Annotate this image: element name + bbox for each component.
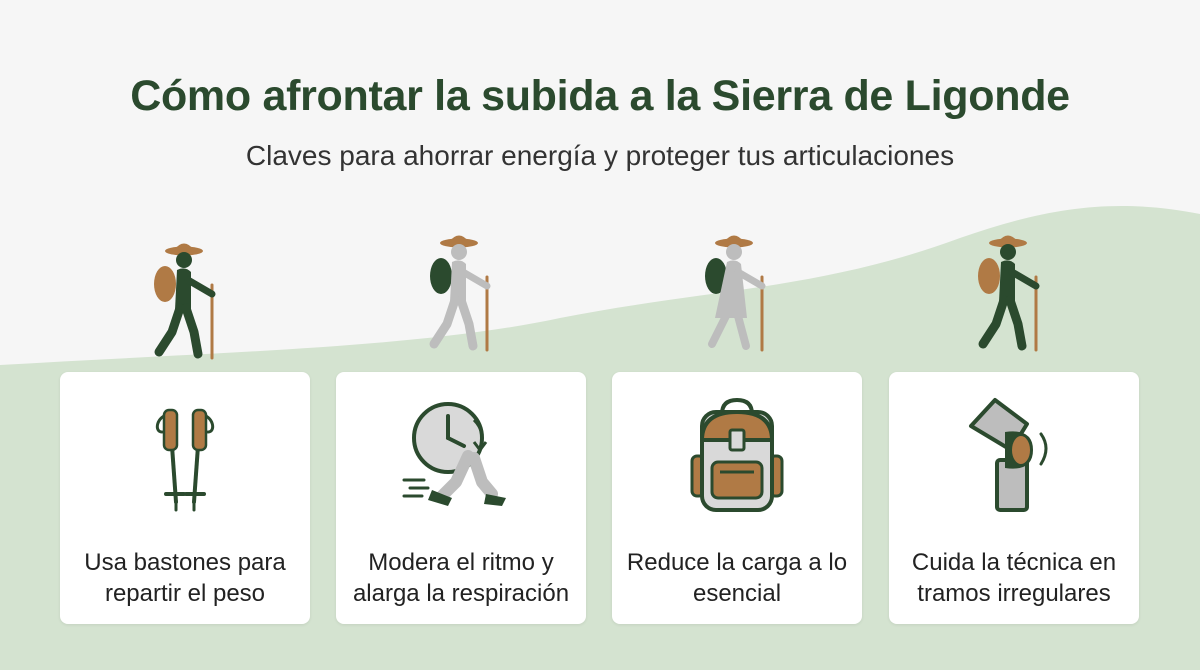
tip-label: Cuida la técnica en tramos irregulares [911, 549, 1117, 607]
hiker-gray-skirt-icon [705, 235, 766, 352]
knee-joint-icon [969, 398, 1048, 512]
hiker-dark-icon [154, 243, 216, 360]
trekking-poles-icon [155, 408, 215, 512]
hiker-dark-icon [978, 235, 1040, 352]
page-subtitle: Claves para ahorrar energía y proteger t… [245, 140, 955, 171]
hiker-gray-icon [429, 235, 491, 352]
tip-label: Reduce la carga a lo esencial [626, 549, 848, 607]
tip-card-pace: Modera el ritmo y alarga la respiración [336, 372, 586, 624]
clock-pace-icon [402, 402, 506, 506]
tip-card-poles: Usa bastones para repartir el peso [60, 372, 310, 624]
backpack-icon [690, 397, 784, 512]
tip-card-technique: Cuida la técnica en tramos irregulares [889, 372, 1139, 624]
page-title: Cómo afrontar la subida a la Sierra de L… [130, 72, 1070, 120]
tip-card-load: Reduce la carga a lo esencial [612, 372, 862, 624]
tip-label: Modera el ritmo y alarga la respiración [352, 549, 570, 607]
tip-label: Usa bastones para repartir el peso [84, 549, 286, 607]
